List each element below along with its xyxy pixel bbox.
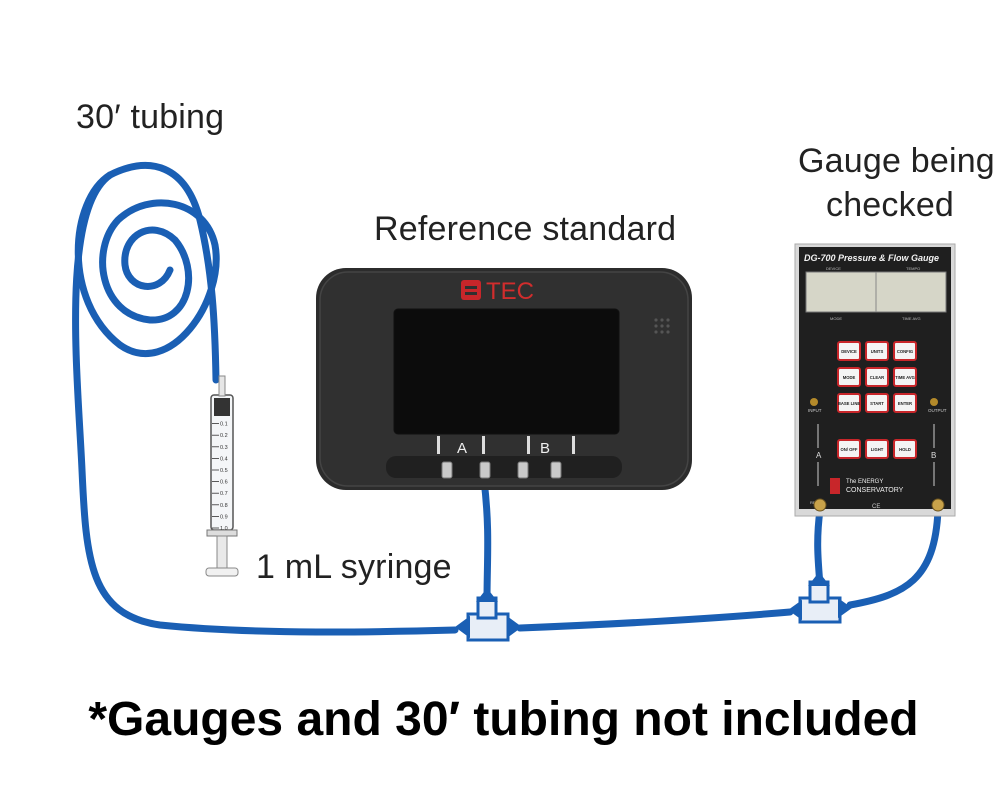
gauge-key-label: MODE — [843, 375, 856, 380]
gauge-key[interactable]: BASE LINE — [837, 393, 861, 413]
port-a-label: A — [457, 440, 467, 457]
syringe-scale-label: 0.2 — [220, 433, 228, 439]
gauge-brand-line1: The ENERGY — [846, 479, 883, 485]
syringe-scale-label: 0.1 — [220, 422, 228, 428]
gauge-key-label: ON/ OFF — [841, 447, 858, 452]
reference-screen — [393, 308, 620, 435]
gauge-key[interactable]: DEVICE — [837, 341, 861, 361]
gauge-key[interactable]: ENTER — [893, 393, 917, 413]
gauge-key-face — [837, 341, 861, 361]
gauge-key-face — [865, 367, 889, 387]
tee-connector-left — [455, 588, 522, 642]
gauge-key-face — [837, 367, 861, 387]
gauge-brand-line2: CONSERVATORY — [846, 487, 904, 494]
gauge-key-face — [865, 341, 889, 361]
gauge-ref-port — [813, 498, 827, 512]
gauge-ce-mark: CE — [872, 504, 880, 510]
tubing-middle-run — [516, 608, 794, 632]
gauge-key-face — [837, 393, 861, 413]
gauge-key[interactable]: UNITS — [865, 341, 889, 361]
gauge-key-label: START — [870, 401, 884, 406]
syringe-label: 1 mL syringe — [256, 548, 452, 586]
syringe-scale-label: 0.7 — [220, 491, 228, 497]
gauge-key[interactable]: TIME AVG — [893, 367, 917, 387]
gauge-output-label: OUTPUT — [928, 408, 947, 413]
gauge-key[interactable]: HOLD — [893, 439, 917, 459]
gauge-key-face — [865, 439, 889, 459]
tee-connector-right — [788, 572, 852, 624]
gauge-key-label: DEVICE — [841, 349, 857, 354]
gauge-keypad: DEVICE UNITS CONFIG MODE CLEAR TIME AVG BASE L… — [837, 341, 917, 459]
gauge-screen-label-device: DEVICE — [826, 266, 841, 271]
reference-ports — [441, 461, 562, 479]
gauge-key[interactable]: CONFIG — [893, 341, 917, 361]
syringe-scale-label: 0.6 — [220, 480, 228, 486]
syringe-scale-label: 0.8 — [220, 503, 228, 509]
gauge-key-label: TIME AVG — [895, 375, 915, 380]
gauge-key-label: BASE LINE — [838, 401, 861, 406]
gauge-key-label: HOLD — [899, 447, 911, 452]
gauge-key[interactable]: START — [865, 393, 889, 413]
gauge-label-line1: Gauge being — [798, 142, 995, 180]
tubing-label: 30′ tubing — [76, 98, 225, 136]
gauge-key[interactable]: CLEAR — [865, 367, 889, 387]
tubing-main-run — [72, 171, 459, 636]
reference-standard-label: Reference standard — [374, 210, 677, 248]
reference-brand: TEC — [486, 278, 534, 305]
gauge-key-face — [893, 341, 917, 361]
gauge-key-face — [893, 393, 917, 413]
syringe: 0.1 0.2 0.3 0.4 0.5 0.6 0.7 0.8 0.9 1.0 — [205, 375, 239, 577]
port-b-label: B — [540, 440, 550, 457]
gauge-key[interactable]: ON/ OFF — [837, 439, 861, 459]
syringe-scale-label: 0.4 — [220, 456, 228, 462]
gauge-key-face — [893, 439, 917, 459]
tubing-to-reference — [480, 476, 492, 604]
gauge-title: DG-700 Pressure & Flow Gauge — [804, 253, 939, 263]
gauge-key[interactable]: MODE — [837, 367, 861, 387]
gauge-input-label: INPUT — [808, 408, 822, 413]
gauge-key-label: UNITS — [871, 349, 884, 354]
reference-device: TEC A B — [316, 268, 692, 490]
gauge-key-label: CLEAR — [870, 375, 884, 380]
tubing-coil — [74, 162, 220, 384]
gauge-screen-label-mode: MODE — [830, 316, 842, 321]
gauge-channel-a: A — [816, 451, 822, 460]
syringe-scale-label: 0.9 — [220, 514, 228, 520]
gauge-label-line2: checked — [826, 186, 955, 224]
gauge-key-face — [865, 393, 889, 413]
gauge-key-label: LIGHT — [871, 447, 884, 452]
gauge-output-port — [931, 498, 945, 512]
gauge-device: DG-700 Pressure & Flow Gauge DEVICE TEMP… — [794, 243, 956, 517]
gauge-screen-label-tempo: TEMPO — [906, 266, 920, 271]
gauge-screen-label-timeavg: TIME AVG — [902, 316, 921, 321]
tec-logo-icon — [461, 280, 481, 300]
syringe-scale-label: 0.3 — [220, 445, 228, 451]
energy-conservatory-logo-icon — [830, 478, 840, 494]
syringe-scale: 0.1 0.2 0.3 0.4 0.5 0.6 0.7 0.8 0.9 1.0 — [212, 422, 228, 532]
tubing-to-output — [846, 506, 942, 609]
syringe-scale-label: 1.0 — [220, 526, 228, 532]
gauge-key-face — [893, 367, 917, 387]
syringe-scale-label: 0.5 — [220, 468, 228, 474]
gauge-key-face — [837, 439, 861, 459]
footnote: *Gauges and 30′ tubing not included — [88, 693, 919, 746]
gauge-key[interactable]: LIGHT — [865, 439, 889, 459]
gauge-key-label: CONFIG — [897, 349, 913, 354]
speaker-grille — [654, 318, 670, 334]
gauge-channel-b: B — [931, 451, 936, 460]
gauge-key-label: ENTER — [898, 401, 912, 406]
